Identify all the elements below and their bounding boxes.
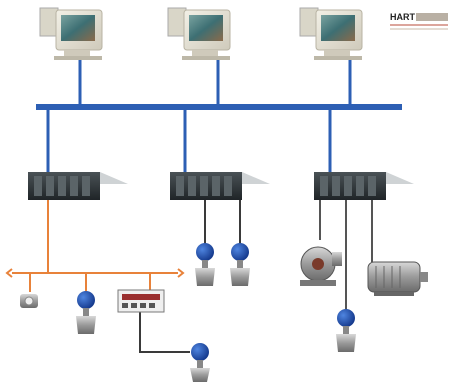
transmitter-5 — [190, 343, 210, 382]
hart-logo: HART — [390, 12, 448, 30]
hart-logo-text: HART — [390, 12, 415, 22]
plc3-device-wires — [319, 200, 373, 312]
transmitter-4 — [336, 309, 356, 352]
transmitter-2 — [195, 243, 215, 286]
plc2-device-wires — [204, 200, 241, 244]
workstation-1 — [39, 7, 103, 60]
main-network-bus — [36, 60, 402, 172]
plc-rack-1 — [28, 172, 128, 200]
workstation-2 — [167, 7, 231, 60]
workstation-3 — [299, 7, 363, 60]
field-bus — [5, 200, 185, 292]
transmitter-3 — [230, 243, 250, 286]
motor — [367, 261, 428, 296]
remote-io-wire — [139, 310, 190, 353]
transmitter-1 — [76, 291, 96, 334]
camera-sensor — [20, 294, 38, 308]
pump — [300, 246, 342, 286]
remote-io-module — [117, 289, 165, 313]
plc-rack-3 — [314, 172, 414, 200]
plc-rack-2 — [170, 172, 270, 200]
